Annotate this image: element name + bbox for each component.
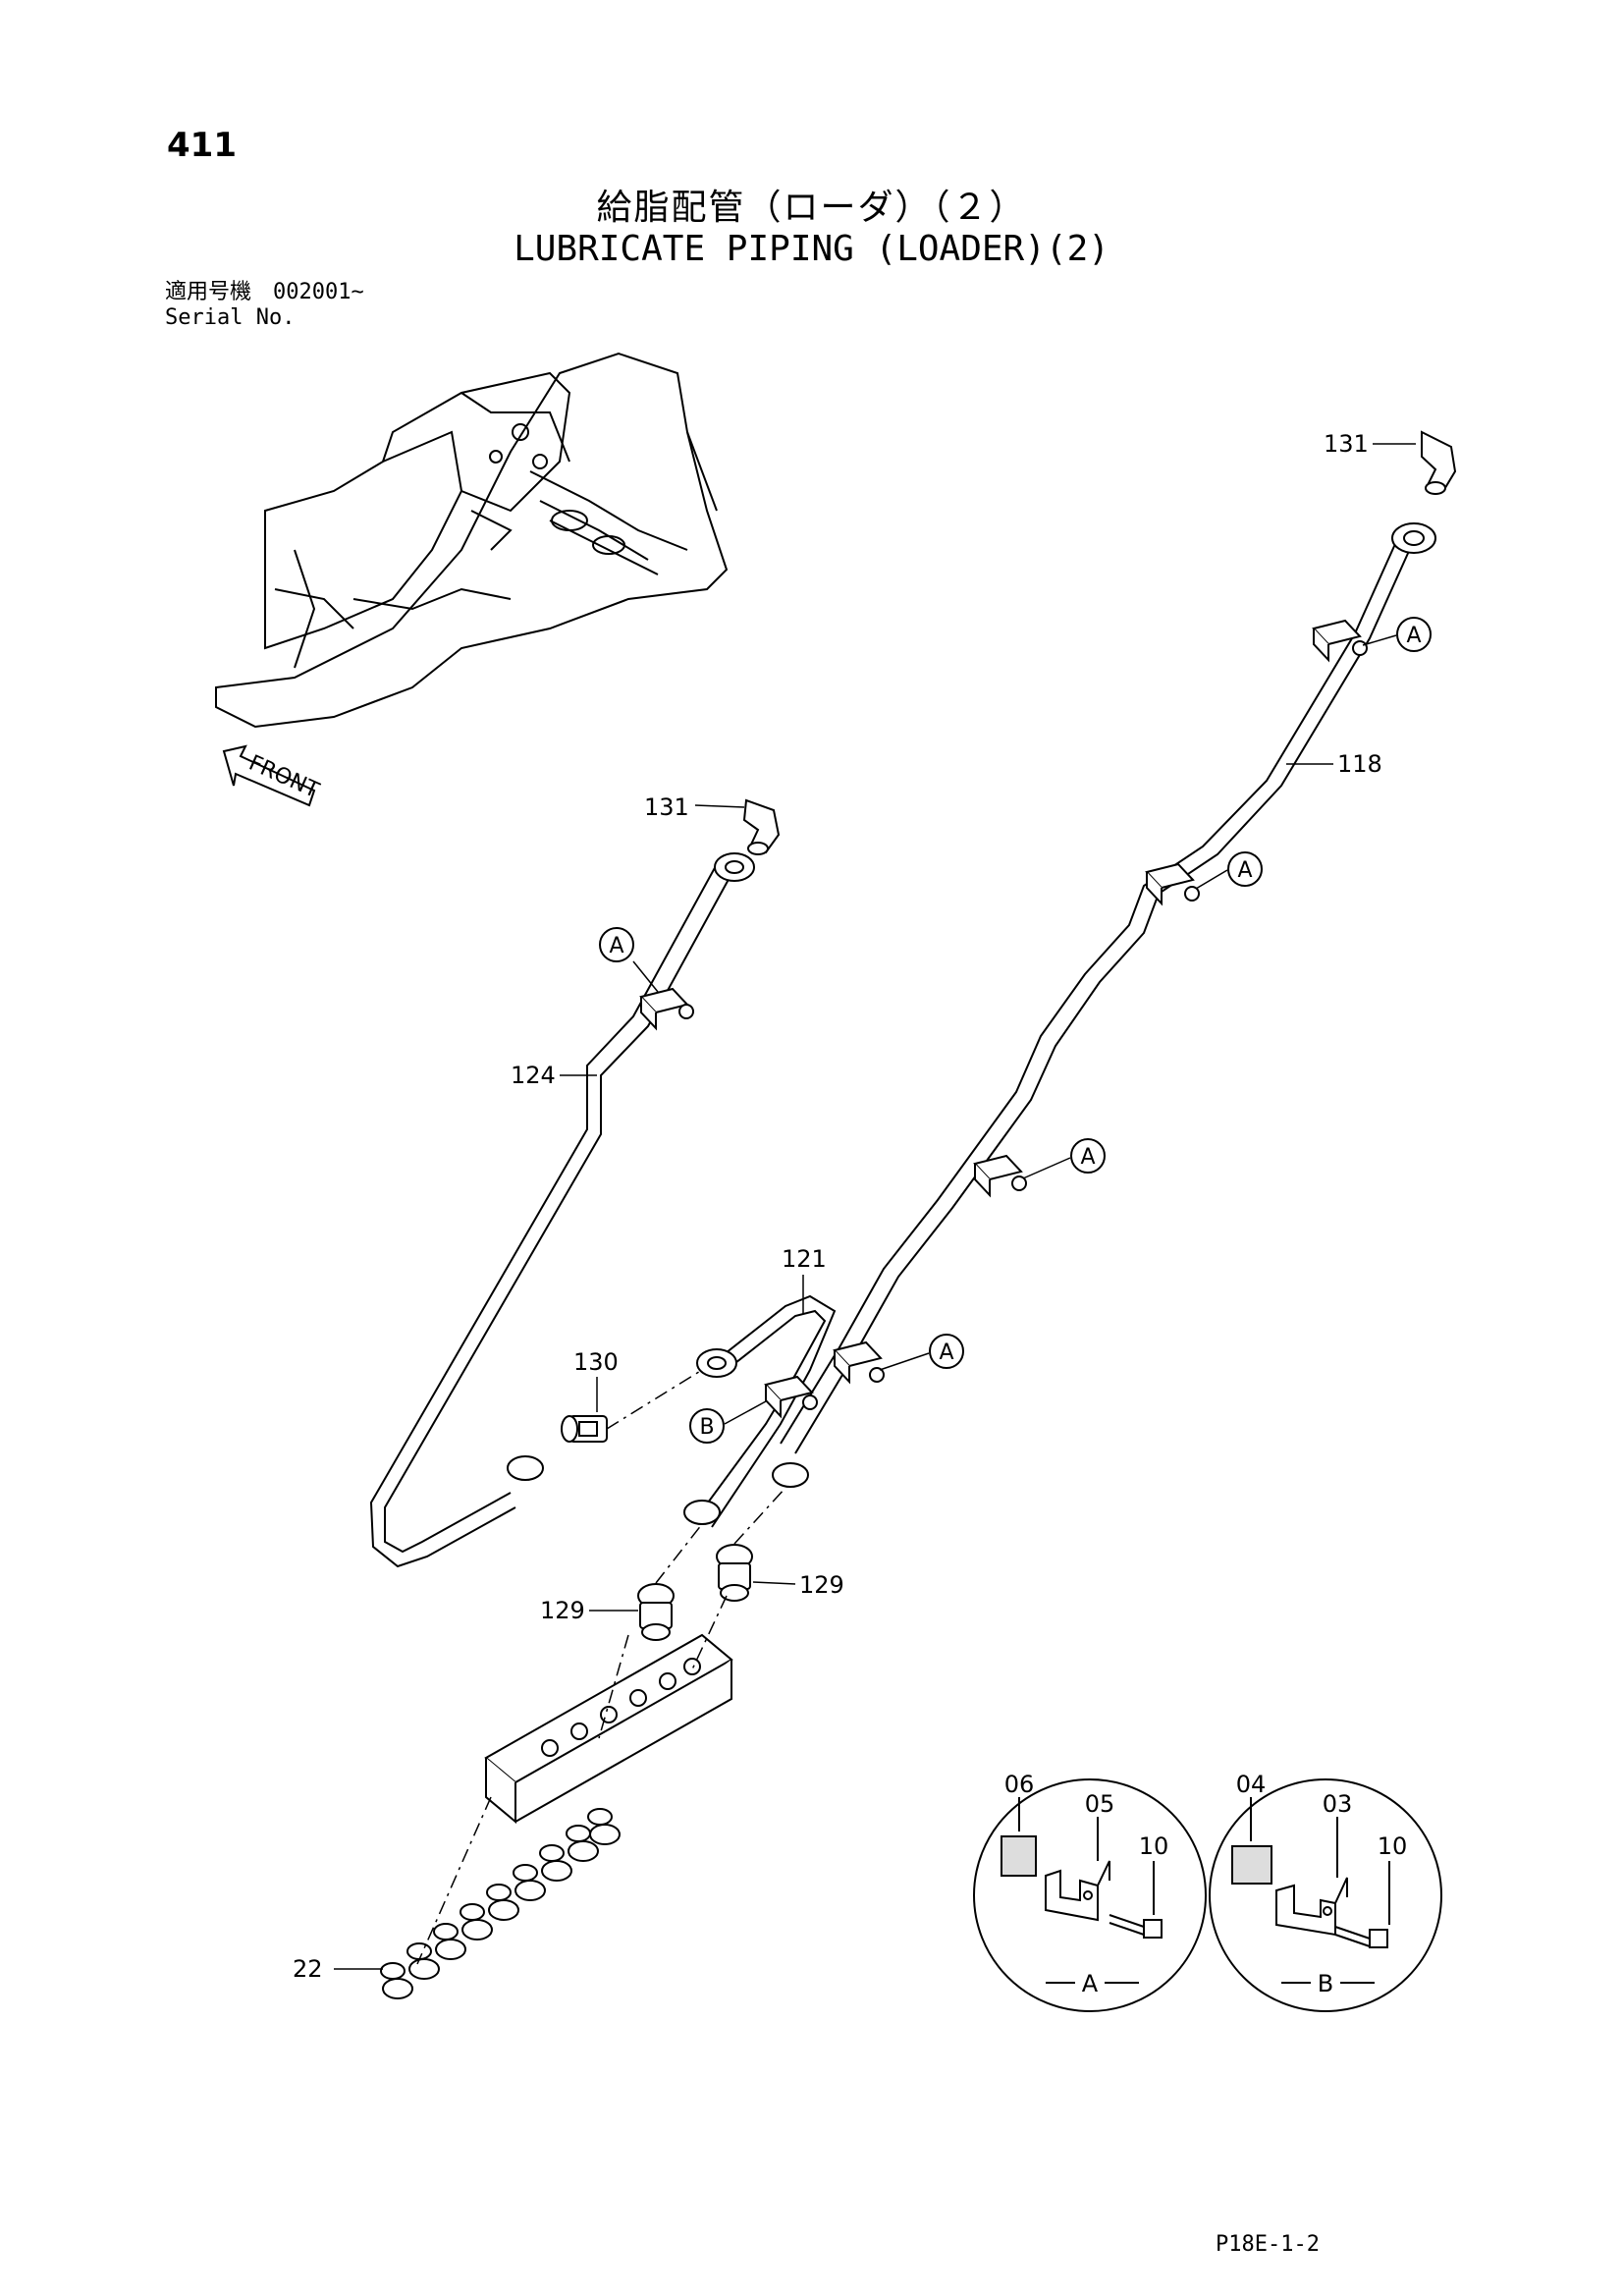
marker-a-2: A [1237,858,1252,883]
title-english: LUBRICATE PIPING (LOADER)(2) [514,229,1109,269]
pipe-clamps [639,619,1368,1419]
page-number: 411 [167,126,237,165]
loader-overview-illustration [215,352,729,729]
elbow-131-top [1421,430,1457,495]
detail-a-label: A [1082,1970,1099,1997]
marker-a-3: A [1080,1145,1095,1170]
pipe-124 [369,863,732,1568]
callout-131-left: 131 [644,793,689,821]
serial-japanese: 適用号機 002001~ [165,280,364,304]
pipe-nuts [507,522,1436,1525]
serial-english: Serial No. [165,305,296,330]
callout-a-markers [599,617,1432,1444]
front-label: FRONT [245,751,323,804]
marker-b-1: B [699,1415,714,1440]
pipe-121 [696,1294,837,1528]
detail-b [1209,1778,1442,2012]
fittings-129 [637,1544,753,1641]
detail-a [973,1778,1207,2012]
callout-131-top: 131 [1324,430,1369,458]
callout-121: 121 [782,1245,827,1273]
distribution-block [484,1633,733,1825]
callout-130: 130 [573,1348,619,1376]
title-japanese: 給脂配管（ローダ）（２） [596,188,1027,228]
detail-a-part-2: 05 [1085,1790,1115,1818]
marker-a-4: A [939,1340,953,1365]
callout-129-left: 129 [540,1597,585,1624]
pipe-118 [780,534,1415,1454]
detail-a-part-3: 10 [1139,1832,1169,1860]
detail-b-label: B [1318,1970,1333,1997]
detail-b-part-2: 03 [1323,1790,1353,1818]
callout-118: 118 [1337,750,1382,778]
leader-lines [334,443,1416,1970]
detail-b-part-3: 10 [1378,1832,1408,1860]
callout-124: 124 [511,1062,556,1089]
marker-a-1: A [1406,624,1421,648]
serial-info: 適用号機 002001~ Serial No. [165,280,364,331]
grease-nipples-22 [380,1808,621,1999]
callout-22: 22 [293,1955,323,1983]
adapter-130 [561,1415,608,1443]
assembly-chain-lines [416,1369,786,1965]
detail-b-part-1: 04 [1236,1771,1267,1798]
footer-code: P18E-1-2 [1216,2232,1320,2257]
elbow-131-left [742,798,781,855]
callout-129-right: 129 [799,1571,844,1599]
detail-a-part-1: 06 [1004,1771,1035,1798]
front-arrow: FRONT [222,744,323,807]
marker-a-5: A [609,934,623,958]
